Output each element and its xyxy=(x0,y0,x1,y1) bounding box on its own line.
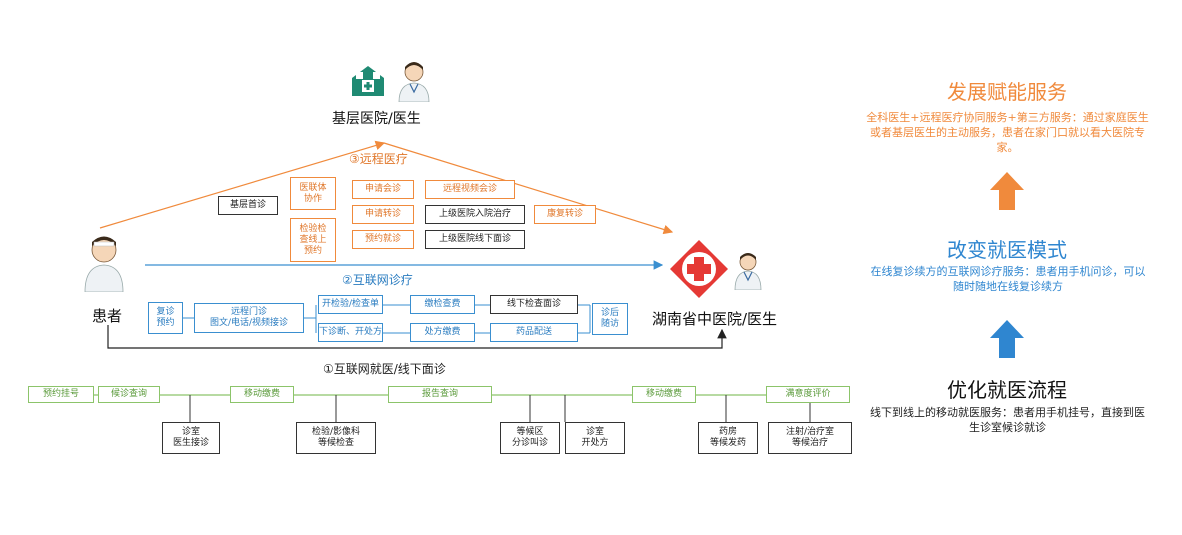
revisit-box: 复诊 预约 xyxy=(148,302,183,334)
room-box: 诊室 开处方 xyxy=(565,422,625,454)
clinic-box: 诊室 医生接诊 xyxy=(162,422,220,454)
pay-exam-box: 缴检查费 xyxy=(410,295,475,314)
alliance-box: 医联体 协作 xyxy=(290,177,336,210)
rehab-transfer-box: 康复转诊 xyxy=(534,205,596,224)
queue-box: 候诊查询 xyxy=(98,386,160,403)
upper-admit-box: 上级医院入院治疗 xyxy=(425,205,525,224)
pay-rx-box: 处方缴费 xyxy=(410,323,475,342)
patient-icon xyxy=(84,236,124,292)
pharmacy-box: 药房 等候发药 xyxy=(698,422,758,454)
appointment-box: 预约就诊 xyxy=(352,230,414,249)
register-box: 预约挂号 xyxy=(28,386,94,403)
hunan-hospital-label: 湖南省中医院/医生 xyxy=(652,310,778,328)
mode-title: 改变就医模式 xyxy=(947,238,1067,262)
clinic-icon xyxy=(352,66,384,96)
mode-desc: 在线复诊续方的互联网诊疗服务：患者用手机问诊，可以随时随地在线复诊续方 xyxy=(870,265,1146,293)
apply-transfer-box: 申请转诊 xyxy=(352,205,414,224)
first-visit-box: 基层首诊 xyxy=(218,196,278,215)
waiting-box: 等候区 分诊叫诊 xyxy=(500,422,560,454)
up-arrow-orange xyxy=(990,172,1024,210)
delivery-box: 药品配送 xyxy=(490,323,578,342)
rating-box: 满意度评价 xyxy=(766,386,850,403)
mobile-pay-box-2: 移动缴费 xyxy=(632,386,696,403)
patient-label: 患者 xyxy=(92,307,123,325)
injection-box: 注射/治疗室 等候治疗 xyxy=(768,422,852,454)
remote-clinic-box: 远程门诊 图文/电话/视频接诊 xyxy=(194,303,304,333)
internet-diagnosis-label: ②互联网诊疗 xyxy=(342,273,413,287)
report-box: 报告查询 xyxy=(388,386,492,403)
remote-medical-label: ③远程医疗 xyxy=(349,152,408,166)
offline-exam-box: 线下检查面诊 xyxy=(490,295,578,314)
doctor-icon-2 xyxy=(734,253,762,290)
offline-visit-label: ①互联网就医/线下面诊 xyxy=(323,362,446,376)
apply-consult-box: 申请会诊 xyxy=(352,180,414,199)
process-title: 优化就医流程 xyxy=(947,378,1067,402)
mobile-pay-box-1: 移动缴费 xyxy=(230,386,294,403)
lab-box: 检验/影像科 等候检查 xyxy=(296,422,376,454)
up-arrow-blue xyxy=(990,320,1024,358)
empower-desc: 全科医生+远程医疗协同服务+第三方服务：通过家庭医生或者基层医生的主动服务，患者… xyxy=(866,111,1149,154)
exam-order-box: 开检验/检查单 xyxy=(318,295,383,314)
empower-title: 发展赋能服务 xyxy=(947,80,1067,104)
exam-online-box: 检验检 查线上 预约 xyxy=(290,218,336,262)
hospital-cross-icon xyxy=(670,240,728,298)
followup-box: 诊后 随访 xyxy=(592,303,628,335)
diagnose-box: 下诊断、开处方 xyxy=(318,323,383,342)
doctor-icon xyxy=(398,62,430,102)
process-desc: 线下到线上的移动就医服务：患者用手机挂号，直接到医生诊室候诊就诊 xyxy=(870,406,1145,434)
upper-offline-box: 上级医院线下面诊 xyxy=(425,230,525,249)
grassroots-hospital-label: 基层医院/医生 xyxy=(332,111,421,127)
video-consult-box: 远程视频会诊 xyxy=(425,180,515,199)
